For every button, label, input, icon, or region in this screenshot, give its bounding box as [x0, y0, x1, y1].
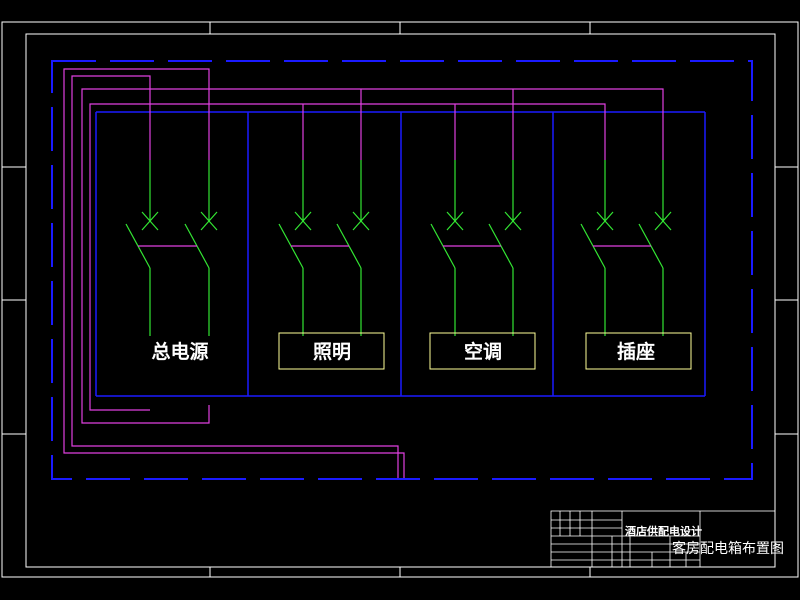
air-conditioning-label-box	[429, 332, 536, 370]
socket-label-box	[585, 332, 692, 370]
lighting-label: 照明	[313, 341, 351, 363]
breaker-2-pole-2-cross-b	[352, 211, 370, 231]
breaker-4-pole-1-cross-b	[596, 211, 614, 231]
breaker-2-pole-1-cross-b	[294, 211, 312, 231]
title-block	[550, 510, 776, 568]
breaker-3-pole-1-cross-b	[446, 211, 464, 231]
breaker-4-pole-2-cross-b	[654, 211, 672, 231]
breaker-3-pole-2-cross-b	[504, 211, 522, 231]
breaker-1-pole-2-cross-b	[200, 211, 218, 231]
drawing-name: 客房配电箱布置图	[672, 540, 784, 557]
feeder-wiring	[63, 68, 664, 478]
enclosure-outline	[51, 60, 753, 480]
project-title: 酒店供配电设计	[625, 524, 702, 538]
air-conditioning-label: 空调	[464, 340, 502, 363]
socket-label: 插座	[617, 340, 655, 363]
lighting-label-box	[278, 332, 385, 370]
main-power-label: 总电源	[151, 340, 208, 363]
drawing-frame	[1, 21, 799, 578]
breakers	[125, 160, 672, 336]
inner-rails	[95, 111, 706, 397]
breaker-1-pole-1-cross-b	[141, 211, 159, 231]
